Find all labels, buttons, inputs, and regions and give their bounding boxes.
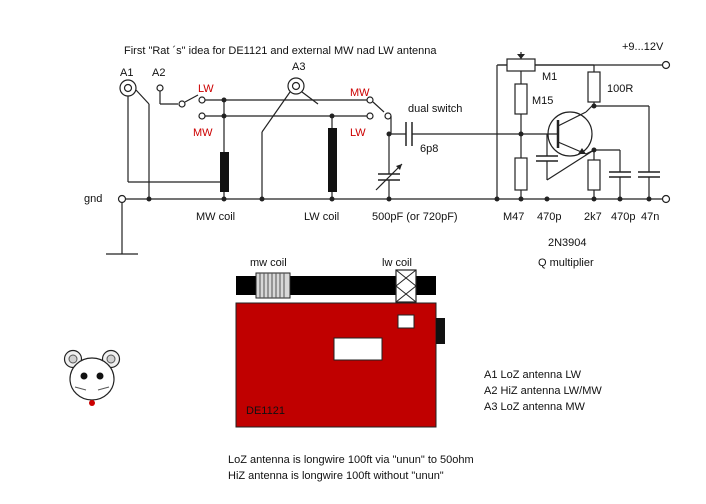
antenna-a2-label: A2 — [152, 67, 165, 79]
lw-coil-label: LW coil — [304, 211, 339, 223]
resistor-m1-label: M1 — [542, 71, 557, 83]
gnd-terminal — [117, 194, 127, 204]
output-terminal — [661, 194, 671, 204]
switch-label-mw-2: MW — [350, 87, 370, 99]
cap-470p-a-label: 470p — [537, 211, 561, 223]
rod-lw-coil-label: lw coil — [382, 257, 412, 269]
resistor-2k7-label: 2k7 — [584, 211, 602, 223]
resistor-m47 — [514, 157, 528, 191]
transistor-label: 2N3904 — [548, 237, 587, 249]
resistor-100r-label: 100R — [607, 83, 633, 95]
lw-coil — [328, 128, 337, 192]
note-loz: LoZ antenna is longwire 100ft via "unun"… — [228, 454, 474, 466]
legend-a3: A3 LoZ antenna MW — [484, 401, 586, 413]
resistor-100r — [587, 71, 601, 103]
switch-label-lw-2: LW — [350, 127, 366, 139]
antenna-a1-label: A1 — [120, 67, 133, 79]
radio-display — [333, 337, 383, 361]
rod-mw-coil — [255, 272, 291, 299]
resistor-2k7 — [587, 159, 601, 191]
rod-mw-coil-label: mw coil — [250, 257, 287, 269]
radio-side-knob — [436, 318, 445, 344]
legend-a1: A1 LoZ antenna LW — [484, 369, 582, 381]
cap-var-label: 500pF (or 720pF) — [372, 211, 458, 223]
switch-label-mw-1: MW — [193, 127, 213, 139]
legend-a2: A2 HiZ antenna LW/MW — [484, 385, 602, 397]
resistor-m47-label: M47 — [503, 211, 524, 223]
resistor-m15 — [514, 83, 528, 115]
rat-mascot — [63, 349, 121, 406]
resistor-m15-label: M15 — [532, 95, 553, 107]
supply-terminal — [661, 60, 671, 70]
supply-label: +9...12V — [622, 41, 664, 53]
q-multiplier-label: Q multiplier — [538, 257, 594, 269]
rod-lw-coil — [395, 269, 417, 303]
dual-switch-label: dual switch — [408, 103, 462, 115]
radio-small-window — [397, 314, 415, 329]
radio-label: DE1121 — [246, 405, 285, 417]
antenna-a3-label: A3 — [292, 61, 305, 73]
cap-47n-label: 47n — [641, 211, 659, 223]
resistor-m1 — [506, 58, 536, 72]
switch-label-lw-1: LW — [198, 83, 214, 95]
diagram-title: First "Rat ´s" idea for DE1121 and exter… — [124, 45, 437, 57]
note-hiz: HiZ antenna is longwire 100ft without "u… — [228, 470, 444, 482]
antenna-a2-connector — [156, 84, 164, 92]
mw-coil — [220, 152, 229, 192]
gnd-label: gnd — [84, 193, 102, 205]
cap-470p-b-label: 470p — [611, 211, 635, 223]
cap-6p8-label: 6p8 — [420, 143, 438, 155]
mw-coil-label: MW coil — [196, 211, 235, 223]
